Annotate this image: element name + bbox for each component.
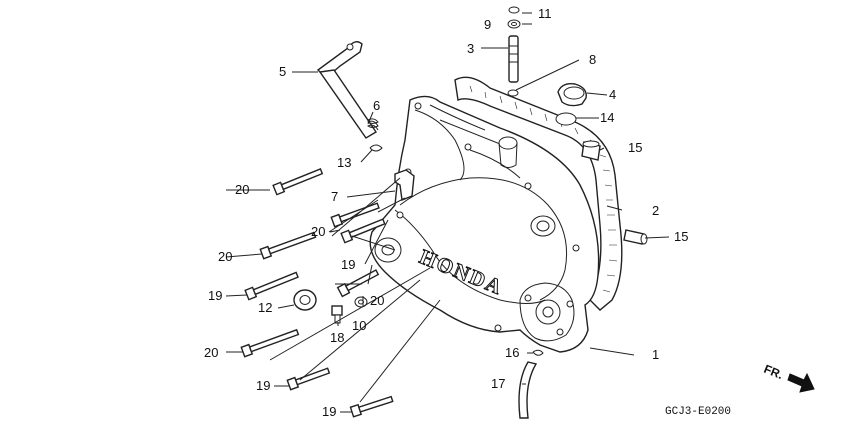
- callout-15-upper: 15: [628, 140, 642, 155]
- callout-20-a: 20: [235, 182, 249, 197]
- callout-20-c: 20: [218, 249, 232, 264]
- bolt: [286, 367, 331, 391]
- callout-16: 16: [505, 345, 519, 360]
- callout-1: 1: [652, 347, 659, 362]
- dowel-pin: [581, 140, 601, 161]
- callout-20-b: 20: [311, 224, 325, 239]
- bracket: [394, 169, 415, 201]
- oil-seal: [293, 289, 317, 311]
- front-marker-text: FR.: [762, 362, 785, 382]
- callout-4: 4: [609, 87, 616, 102]
- callout-8: 8: [589, 52, 596, 67]
- front-arrow-icon: [787, 372, 815, 393]
- callout-9: 9: [484, 17, 491, 32]
- bolt: [240, 328, 300, 358]
- clip: [369, 144, 383, 152]
- callout-20-d: 20: [370, 293, 384, 308]
- diagram-code: GCJ3-E0200: [665, 406, 731, 418]
- callout-20-e: 20: [204, 345, 218, 360]
- callout-15-lower: 15: [674, 229, 688, 244]
- leader-lines: [225, 12, 670, 413]
- dowel-pin: [623, 229, 648, 245]
- return-spring: [367, 118, 379, 131]
- callout-19-c: 19: [256, 378, 270, 393]
- callout-2: 2: [652, 203, 659, 218]
- callout-11: 11: [538, 6, 552, 21]
- breather-hose: [518, 361, 538, 419]
- dipstick-assembly: [507, 6, 521, 97]
- bolt: [272, 168, 324, 196]
- bolt: [259, 231, 317, 260]
- callout-18: 18: [330, 330, 344, 345]
- front-direction-marker: FR.: [762, 362, 815, 393]
- callout-7: 7: [331, 189, 338, 204]
- o-ring: [555, 112, 577, 126]
- callout-14: 14: [600, 110, 614, 125]
- callout-13: 13: [337, 155, 351, 170]
- callout-3: 3: [467, 41, 474, 56]
- callout-19-b: 19: [208, 288, 222, 303]
- callout-12: 12: [258, 300, 272, 315]
- shift-shaft: [316, 41, 377, 139]
- callout-19-a: 19: [341, 257, 355, 272]
- crankcase-cover: [369, 95, 600, 353]
- callout-6: 6: [373, 98, 380, 113]
- callout-5: 5: [279, 64, 286, 79]
- hose-clip: [532, 349, 544, 356]
- small-bolt: [331, 305, 343, 324]
- bolt: [349, 395, 394, 418]
- callout-19-d: 19: [322, 404, 336, 419]
- callout-10: 10: [352, 318, 366, 333]
- bolt: [340, 218, 386, 244]
- callout-17: 17: [491, 376, 505, 391]
- bolt: [244, 271, 299, 301]
- oil-filler-cap: [557, 82, 587, 107]
